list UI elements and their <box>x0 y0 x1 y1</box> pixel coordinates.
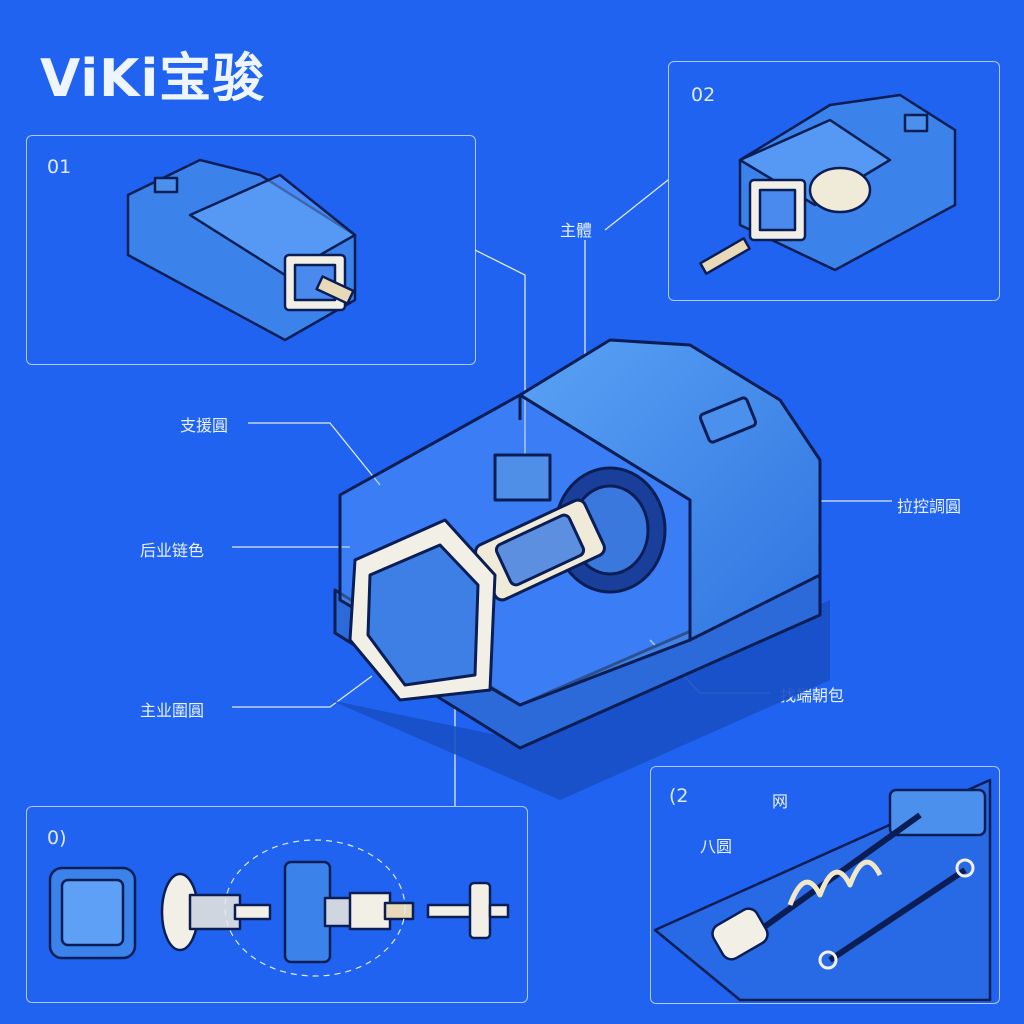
panel-bottom-left: 0) <box>26 806 528 1003</box>
callout-detail-1: 网 <box>772 792 789 811</box>
callout-left-1: 支援圓 <box>180 416 229 435</box>
panel-number: 02 <box>691 84 716 106</box>
panel-number: 0) <box>47 827 67 849</box>
main-device <box>333 338 822 750</box>
panel-4-detail <box>653 778 992 1002</box>
panel-3-parts <box>48 839 510 977</box>
panel-number: 01 <box>47 156 72 178</box>
callout-left-3: 主业圍圓 <box>140 701 205 720</box>
panel-top-right: 02 <box>668 61 1000 301</box>
callout-detail-2: 八圆 <box>700 837 733 856</box>
callout-top: 主體 <box>560 221 593 240</box>
panel-1-device <box>126 158 357 342</box>
panel-bottom-right: (2 <box>650 766 1000 1004</box>
brand-logo: ViKi宝骏 <box>40 49 266 109</box>
panel-2-device <box>699 93 957 275</box>
callout-left-2: 后业链色 <box>140 541 205 560</box>
device-shadow <box>330 600 830 800</box>
panel-number: (2 <box>669 785 689 807</box>
callout-right-1: 拉控調圓 <box>897 497 962 516</box>
